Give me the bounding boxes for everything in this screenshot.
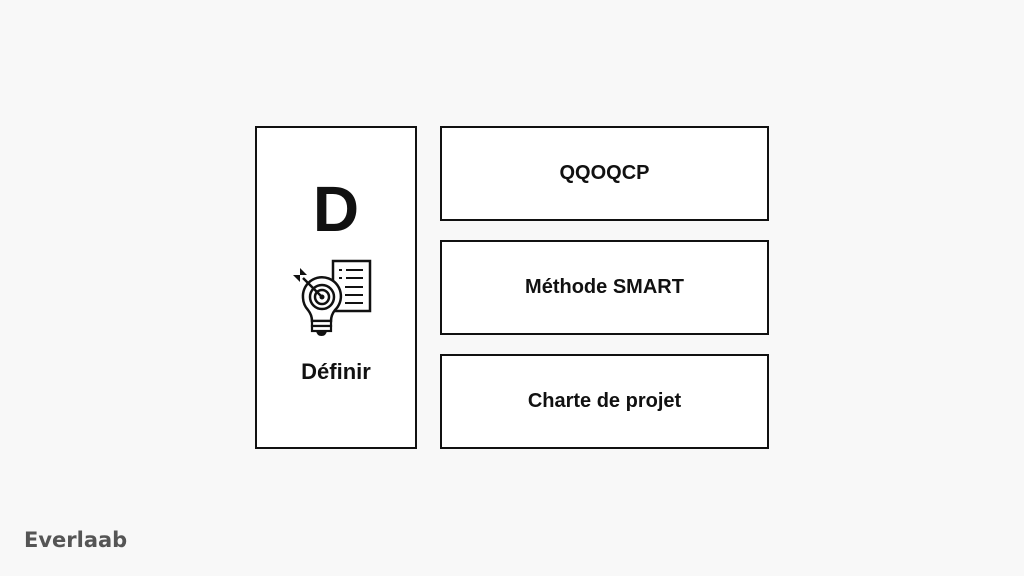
tool-label: Charte de projet	[527, 390, 682, 412]
target-bulb-document-icon	[293, 259, 372, 336]
tool-label: Méthode SMART	[525, 276, 684, 298]
tool-box-qqoqcp: QQOQCP	[440, 126, 769, 221]
tool-box-project-charter: Charte de projet	[440, 354, 769, 449]
tool-label: QQOQCP	[559, 162, 650, 184]
brand-logo-text: Everlaab	[24, 528, 128, 552]
phase-label: Définir	[301, 359, 371, 384]
phase-card-define: D Définir	[255, 126, 417, 449]
phase-letter: D	[312, 173, 360, 245]
tool-box-smart: Méthode SMART	[440, 240, 769, 335]
